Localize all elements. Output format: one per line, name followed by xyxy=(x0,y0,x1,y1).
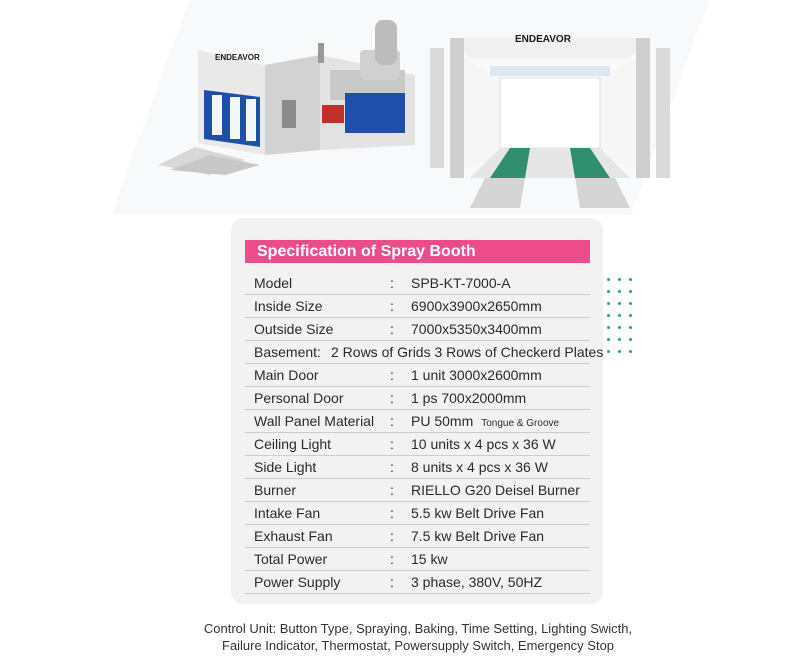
control-unit-description: Control Unit: Button Type, Spraying, Bak… xyxy=(0,620,800,654)
dot xyxy=(618,338,621,341)
spec-label: Side Light xyxy=(254,459,317,475)
dot xyxy=(618,350,621,353)
spec-row-power-supply: Power Supply : 3 phase, 380V, 50HZ xyxy=(245,571,590,594)
spec-row-intake-fan: Intake Fan : 5.5 kw Belt Drive Fan xyxy=(245,502,590,525)
spec-label: Power Supply xyxy=(254,574,341,590)
dot xyxy=(629,302,632,305)
dot xyxy=(607,302,610,305)
spec-row-wall-panel: Wall Panel Material : PU 50mm Tongue & Gr… xyxy=(245,410,590,433)
spec-row-outside-size: Outside Size : 7000x5350x3400mm xyxy=(245,318,590,341)
spec-note: Tongue & Groove xyxy=(481,418,560,429)
spec-value: RIELLO G20 Deisel Burner xyxy=(411,482,580,498)
spec-separator: : xyxy=(390,321,394,337)
spec-row-burner: Burner : RIELLO G20 Deisel Burner xyxy=(245,479,590,502)
spec-row-main-door: Main Door : 1 unit 3000x2600mm xyxy=(245,364,590,387)
brand-logo: ENDEAVOR xyxy=(215,53,260,62)
dot xyxy=(618,290,621,293)
booth-exterior-image xyxy=(158,20,415,175)
spec-separator: : xyxy=(390,459,394,475)
spec-row-model: Model : SPB-KT-7000-A xyxy=(245,272,590,295)
spec-value: 15 kw xyxy=(411,551,448,567)
dot xyxy=(629,278,632,281)
dot xyxy=(607,290,610,293)
spec-separator: : xyxy=(317,344,321,360)
dot xyxy=(607,314,610,317)
booth-interior-image xyxy=(430,38,670,208)
dot xyxy=(629,326,632,329)
dot xyxy=(607,278,610,281)
spec-label: Ceiling Light xyxy=(254,436,332,452)
spec-row-personal-door: Personal Door : 1 ps 700x2000mm xyxy=(245,387,590,410)
spec-label: Main Door xyxy=(254,367,319,383)
spec-label: Burner xyxy=(254,482,297,498)
spec-value: 1 ps 700x2000mm xyxy=(411,390,527,406)
spec-row-exhaust-fan: Exhaust Fan : 7.5 kw Belt Drive Fan xyxy=(245,525,590,548)
spec-value: 8 units x 4 pcs x 36 W xyxy=(411,459,548,475)
dot xyxy=(618,314,621,317)
spec-label: Outside Size xyxy=(254,321,334,337)
spec-card xyxy=(231,218,603,604)
spec-value: SPB-KT-7000-A xyxy=(411,275,511,291)
spec-title: Specification of Spray Booth xyxy=(245,240,590,263)
spec-value: 7.5 kw Belt Drive Fan xyxy=(411,528,545,544)
spec-row-basement: Basement : 2 Rows of Grids 3 Rows of Che… xyxy=(245,341,603,364)
spec-label: Personal Door xyxy=(254,390,344,406)
dot xyxy=(607,350,610,353)
spec-separator: : xyxy=(390,413,394,429)
brand-logo-interior: ENDEAVOR xyxy=(515,34,571,45)
spec-label: Model xyxy=(254,275,293,291)
footer-line-1: Control Unit: Button Type, Spraying, Bak… xyxy=(203,621,633,636)
spec-row-total-power: Total Power : 15 kw xyxy=(245,548,590,571)
spec-value: 7000x5350x3400mm xyxy=(411,321,542,337)
spec-value: 1 unit 3000x2600mm xyxy=(411,367,542,383)
spec-label: Wall Panel Material xyxy=(254,413,375,429)
spec-label: Inside Size xyxy=(254,298,323,314)
dot xyxy=(629,314,632,317)
spec-row-side-light: Side Light : 8 units x 4 pcs x 36 W xyxy=(245,456,590,479)
dot xyxy=(629,338,632,341)
spec-row-inside-size: Inside Size : 6900x3900x2650mm xyxy=(245,295,590,318)
spec-separator: : xyxy=(390,505,394,521)
spec-value: 5.5 kw Belt Drive Fan xyxy=(411,505,545,521)
spec-table: Model : SPB-KT-7000-A Inside Size : 6900… xyxy=(245,272,603,594)
dot xyxy=(618,326,621,329)
spec-row-ceiling-light: Ceiling Light : 10 units x 4 pcs x 36 W xyxy=(245,433,590,456)
spec-separator: : xyxy=(390,390,394,406)
footer-line-2: Failure Indicator, Thermostat, Powersupp… xyxy=(221,638,615,653)
spec-value: 6900x3900x2650mm xyxy=(411,298,542,314)
spec-separator: : xyxy=(390,551,394,567)
dot xyxy=(607,338,610,341)
spec-separator: : xyxy=(390,436,394,452)
spec-value: 10 units x 4 pcs x 36 W xyxy=(411,436,556,452)
spec-value: PU 50mm Tongue & Groove xyxy=(411,410,559,435)
spec-label: Exhaust Fan xyxy=(254,528,333,544)
dot xyxy=(629,290,632,293)
spec-separator: : xyxy=(390,367,394,383)
spec-separator: : xyxy=(390,574,394,590)
decorative-dot-grid xyxy=(605,278,635,358)
dot xyxy=(618,302,621,305)
spec-separator: : xyxy=(390,275,394,291)
dot xyxy=(629,350,632,353)
spec-separator: : xyxy=(390,528,394,544)
spec-value-text: PU 50mm xyxy=(411,413,474,429)
spec-separator: : xyxy=(390,298,394,314)
spec-label: Intake Fan xyxy=(254,505,321,521)
dot xyxy=(618,278,621,281)
spec-label: Basement xyxy=(254,344,318,360)
spec-value: 2 Rows of Grids 3 Rows of Checkerd Plate… xyxy=(331,344,604,360)
spec-value: 3 phase, 380V, 50HZ xyxy=(411,574,543,590)
spec-separator: : xyxy=(390,482,394,498)
dot xyxy=(607,326,610,329)
spec-label: Total Power xyxy=(254,551,328,567)
